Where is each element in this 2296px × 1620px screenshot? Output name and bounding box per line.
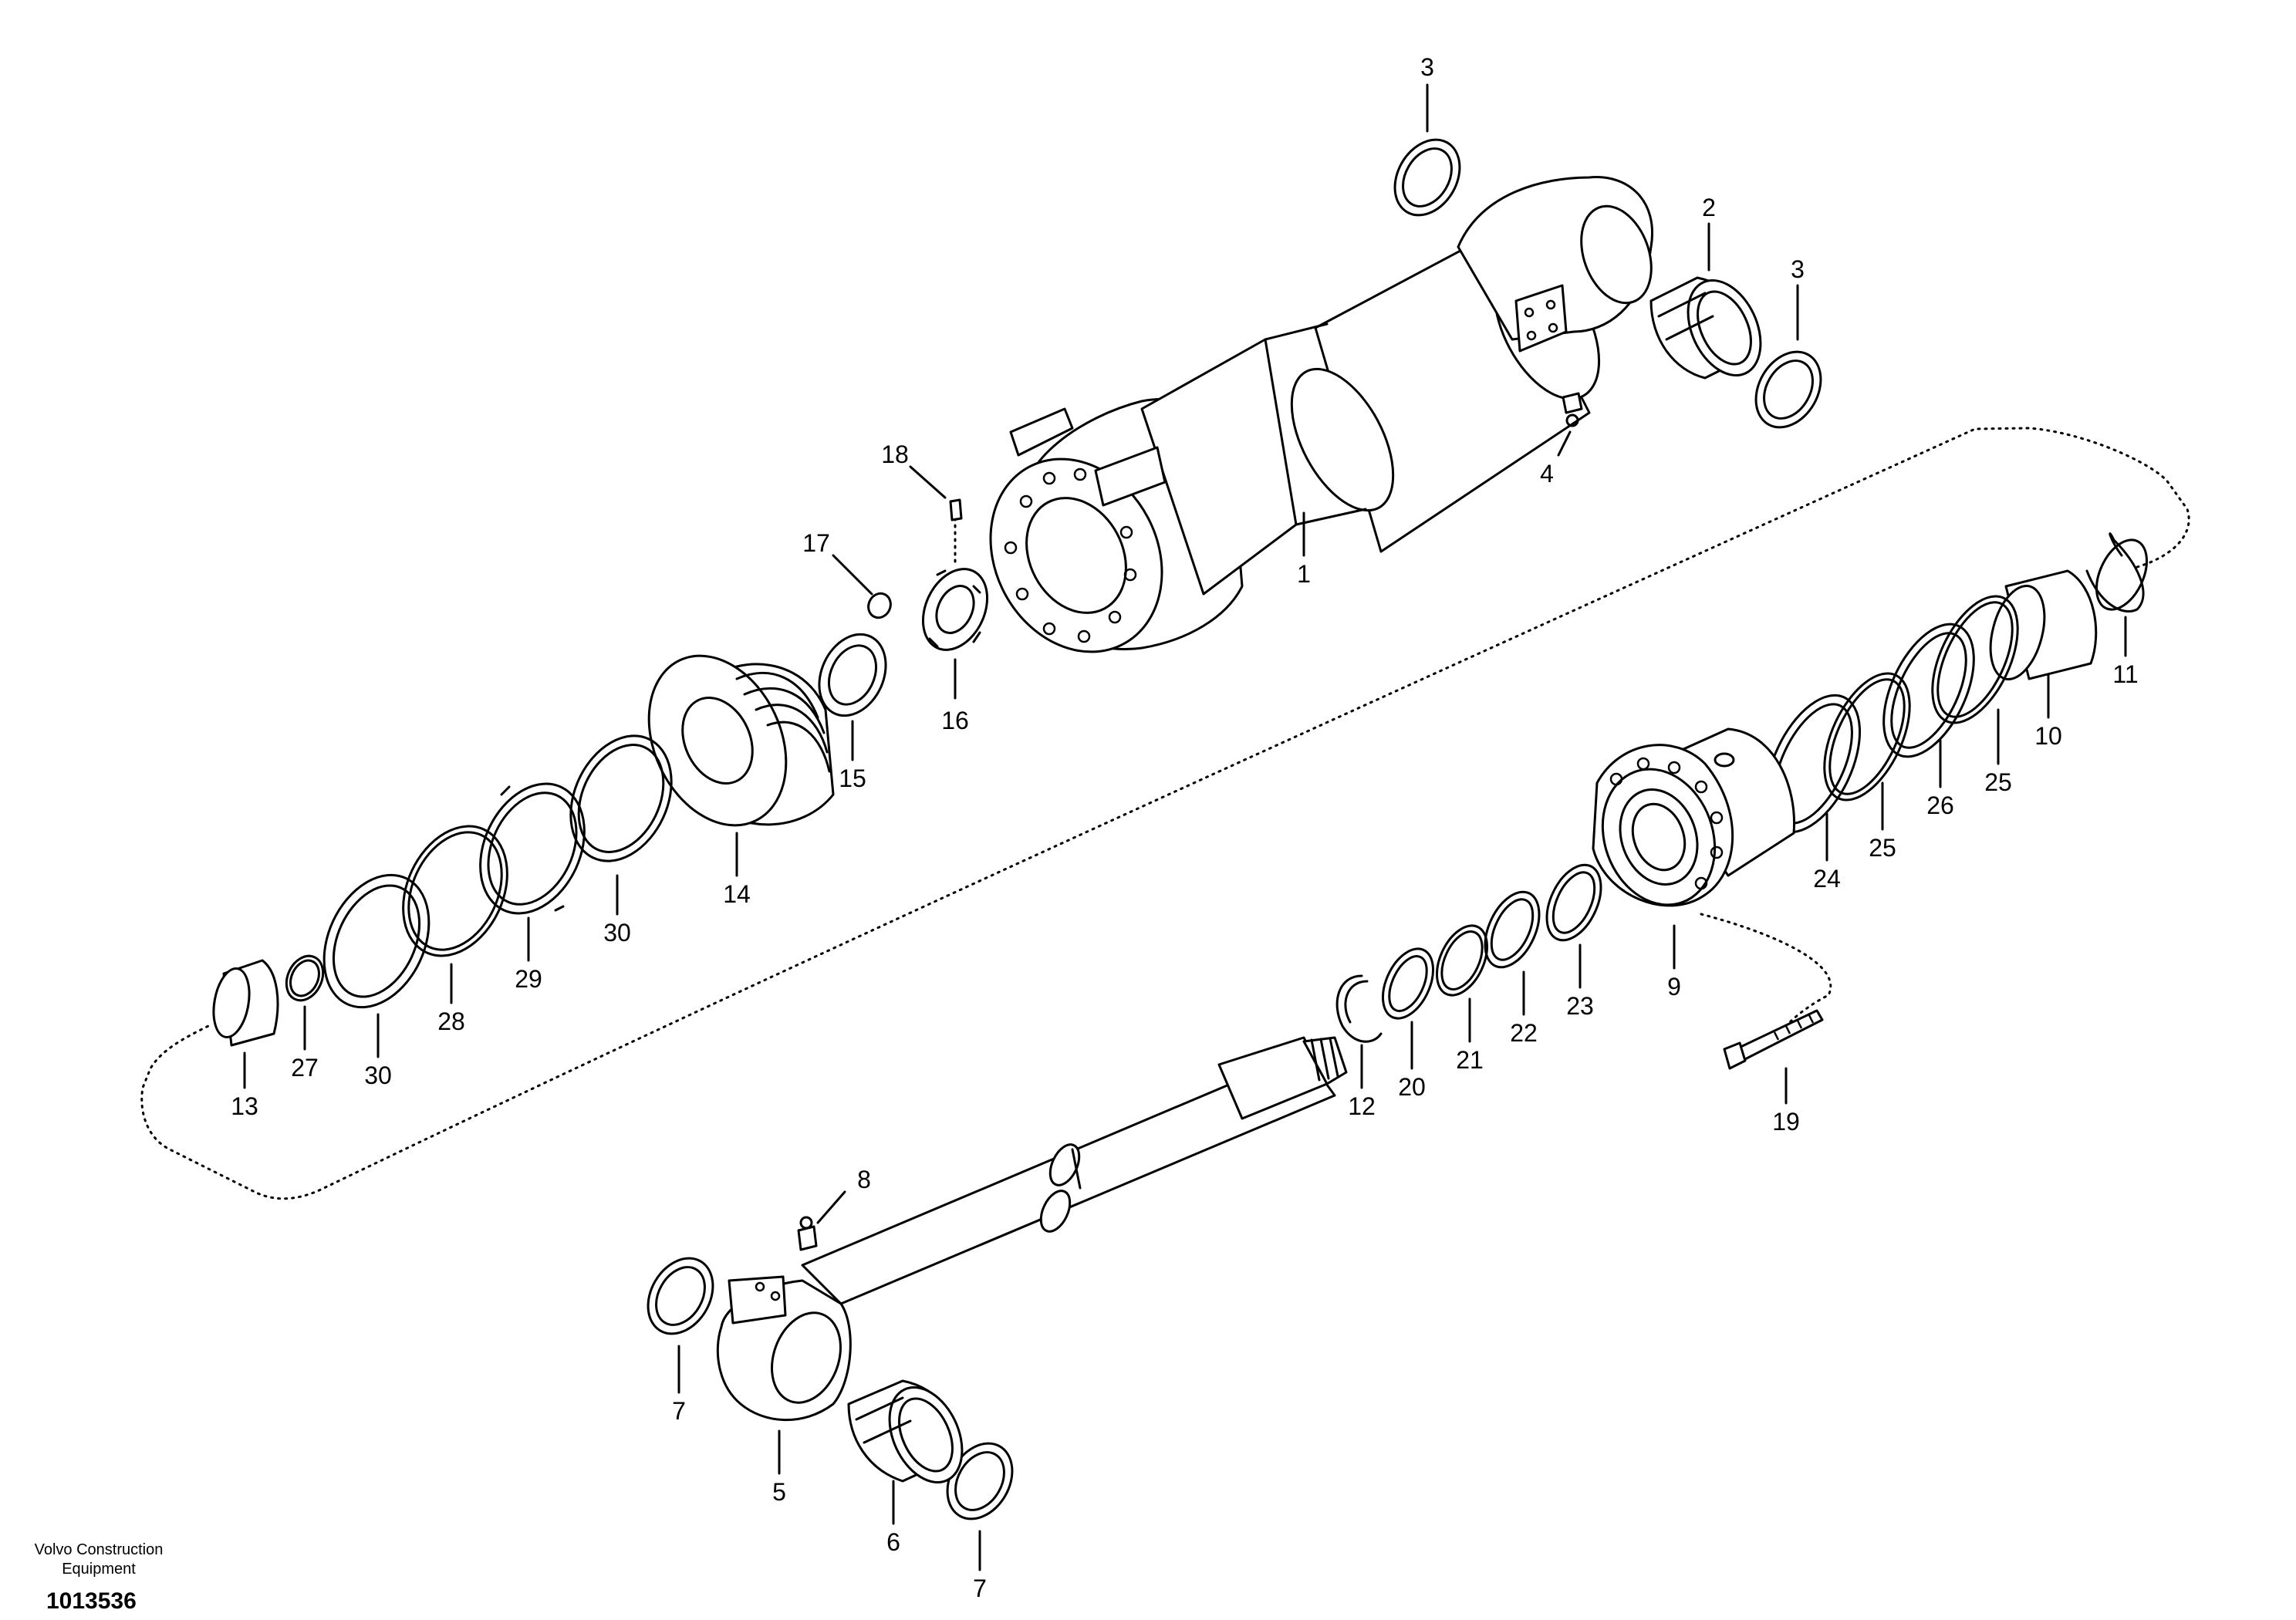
callout-labels: 3 2 3 4 1 18 17 16 15 14 30 29 28 30 27 … [231, 53, 2138, 1602]
callout-26: 26 [1926, 791, 1954, 819]
callout-3-rear: 3 [1791, 255, 1805, 283]
callout-28: 28 [437, 1007, 465, 1035]
rod-seal-21 [1436, 924, 1488, 997]
rod-eye [716, 1275, 852, 1422]
callout-1: 1 [1297, 560, 1311, 588]
callout-13: 13 [231, 1092, 258, 1120]
castle-nut [921, 568, 989, 651]
piston-ring-30-upper [569, 734, 673, 862]
brand-name-line1: Volvo Construction [35, 1541, 164, 1558]
callout-23: 23 [1566, 992, 1594, 1020]
callout-5: 5 [772, 1478, 786, 1506]
plug-small [867, 592, 892, 619]
cylinder-head [1592, 727, 1796, 907]
callout-7-right: 7 [973, 1574, 987, 1602]
callout-7-left: 7 [672, 1397, 686, 1425]
callout-29: 29 [515, 965, 542, 993]
callout-4: 4 [1540, 460, 1554, 488]
callout-11: 11 [2112, 660, 2138, 688]
callout-30-upper: 30 [603, 919, 631, 947]
callout-22: 22 [1510, 1019, 1538, 1047]
callout-25-upper: 25 [1984, 768, 2012, 796]
leader-lines [243, 83, 2127, 1571]
snap-ring-12 [1335, 974, 1383, 1043]
callout-15: 15 [839, 764, 866, 792]
cylinder-rear-eye [1457, 176, 1653, 353]
callout-8: 8 [857, 1166, 871, 1193]
grease-nipple-rod [797, 1216, 818, 1251]
callout-3-top: 3 [1420, 53, 1434, 81]
head-bolt [1723, 1009, 1824, 1070]
rod-eye-seal-left [647, 1257, 714, 1335]
callout-10: 10 [2034, 722, 2062, 750]
callout-6: 6 [886, 1528, 900, 1556]
seal-ring-top [1393, 138, 1461, 217]
cylinder-tube [989, 230, 1601, 653]
seal-ring-25-lower [1823, 672, 1911, 802]
callout-18: 18 [881, 440, 909, 468]
callout-27: 27 [291, 1054, 319, 1082]
bushing-rod [847, 1379, 964, 1484]
piston [647, 654, 835, 827]
bushing-rear [1649, 276, 1762, 380]
callout-12: 12 [1348, 1092, 1376, 1120]
footer-block: Volvo Construction Equipment 1013536 [35, 1541, 164, 1614]
rod-seal-20 [1382, 947, 1434, 1020]
callout-21: 21 [1456, 1046, 1484, 1074]
callout-2: 2 [1702, 194, 1716, 221]
brand-name-line2: Equipment [62, 1561, 136, 1578]
callout-17: 17 [802, 529, 830, 557]
bushing-10 [1989, 569, 2098, 680]
bolt-dotted-leader [1700, 913, 1832, 1024]
drawing-number: 1013536 [46, 1588, 137, 1614]
seal-ring-rear [1754, 350, 1822, 429]
set-screw [949, 498, 963, 521]
callout-30-lower: 30 [364, 1061, 392, 1089]
callout-25-lower: 25 [1869, 834, 1896, 862]
callout-24: 24 [1813, 865, 1841, 893]
o-ring-27 [285, 954, 325, 1002]
bushing-13 [212, 959, 279, 1047]
seal-kit-dotted-outline [140, 427, 2190, 1200]
callout-9: 9 [1667, 973, 1681, 1001]
grease-nipple-rear [1562, 392, 1583, 427]
callout-16: 16 [941, 707, 969, 734]
piston-ring-30-lower [322, 873, 430, 1009]
callout-20: 20 [1398, 1073, 1426, 1101]
seal-ring-26 [1882, 623, 1975, 758]
piston-rod [801, 1036, 1348, 1305]
callout-14: 14 [723, 880, 751, 908]
rod-seal-22 [1484, 890, 1541, 969]
piston-seal-ring [818, 633, 887, 717]
seal-ring-28 [402, 825, 508, 957]
callout-19: 19 [1772, 1108, 1800, 1136]
rod-seal-23 [1545, 863, 1602, 942]
snap-ring-11 [2085, 532, 2148, 613]
wear-ring-29 [479, 782, 586, 915]
